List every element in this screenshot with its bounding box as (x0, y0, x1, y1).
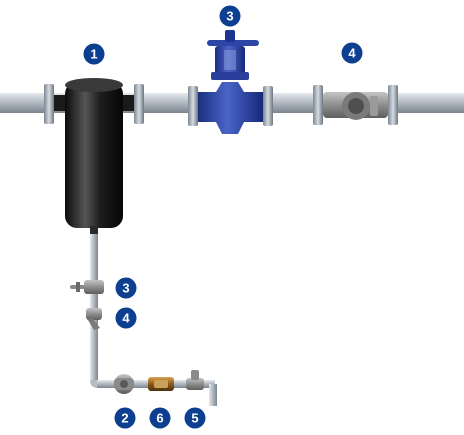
check-valve-icon (186, 370, 204, 390)
steam-separator-icon (54, 78, 134, 234)
badge-drain-valve: 3 (115, 277, 137, 299)
drain-strainer-icon (86, 308, 102, 330)
badge-sight-glass: 6 (149, 407, 171, 429)
svg-text:1: 1 (90, 47, 97, 62)
svg-text:4: 4 (122, 311, 130, 326)
badge-steam-trap: 2 (114, 407, 136, 429)
flange (388, 85, 398, 125)
badge-separator: 1 (83, 43, 105, 65)
flange (44, 84, 54, 124)
badge-drain-strainer: 4 (115, 307, 137, 329)
flange (134, 84, 144, 124)
flange (188, 86, 198, 126)
y-strainer-icon (323, 92, 388, 120)
sight-glass-icon (148, 377, 174, 391)
drain-valve-icon (70, 280, 104, 294)
badge-main-strainer: 4 (341, 42, 363, 64)
pipe-flanges (44, 84, 398, 126)
steam-trap-icon (114, 374, 134, 394)
svg-text:3: 3 (122, 281, 129, 296)
svg-text:5: 5 (191, 411, 198, 426)
svg-text:4: 4 (348, 46, 356, 61)
svg-text:6: 6 (156, 411, 163, 426)
badge-main-valve: 3 (219, 5, 241, 27)
svg-text:2: 2 (121, 411, 128, 426)
flange (263, 86, 273, 126)
svg-text:3: 3 (226, 9, 233, 24)
flange (313, 85, 323, 125)
globe-valve-icon (198, 30, 263, 134)
badge-check-valve: 5 (184, 407, 206, 429)
